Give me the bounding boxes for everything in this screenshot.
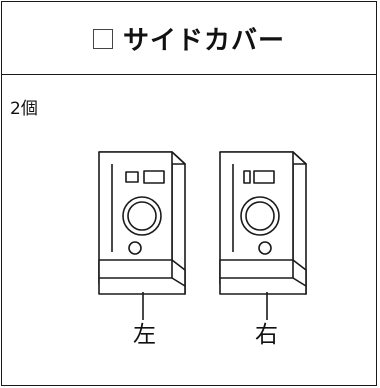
checkbox-icon[interactable] bbox=[92, 29, 113, 49]
left-side-cover-part bbox=[98, 151, 186, 320]
card-header: サイドカバー bbox=[2, 2, 376, 75]
side-cover-illustration bbox=[98, 151, 307, 320]
left-label: 左 bbox=[133, 322, 156, 348]
right-label: 右 bbox=[255, 322, 278, 348]
quantity-text: 2個 bbox=[10, 99, 38, 119]
right-side-cover-part bbox=[219, 151, 307, 320]
card-title: サイドカバー bbox=[122, 25, 285, 56]
